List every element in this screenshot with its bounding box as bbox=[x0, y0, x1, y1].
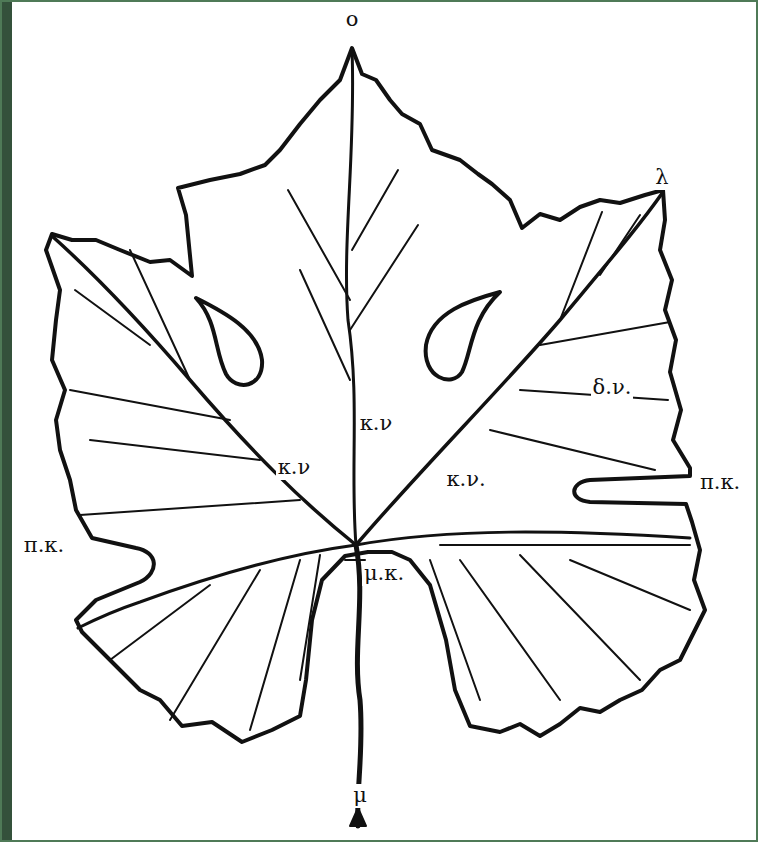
part-label: ο bbox=[344, 8, 361, 31]
part-label: κ.ν. bbox=[444, 468, 487, 491]
leaf-outline bbox=[46, 48, 705, 742]
part-label: μ.κ. bbox=[362, 562, 406, 585]
secondary-veins bbox=[70, 170, 690, 730]
part-label: π.κ. bbox=[698, 471, 742, 494]
part-label: δ.ν. bbox=[591, 376, 634, 399]
part-label: λ bbox=[653, 166, 670, 189]
petiole-tip bbox=[350, 808, 366, 826]
part-label: κ.ν bbox=[276, 456, 313, 479]
part-label: κ.ν bbox=[358, 412, 395, 435]
lower-right-vein bbox=[356, 532, 690, 545]
part-label: μ bbox=[351, 784, 369, 807]
upper-sinus-right bbox=[426, 292, 500, 379]
part-label: π.κ. bbox=[22, 534, 66, 557]
upper-sinus-left bbox=[196, 298, 262, 385]
left-main-vein bbox=[52, 236, 356, 545]
right-main-vein bbox=[356, 192, 663, 545]
